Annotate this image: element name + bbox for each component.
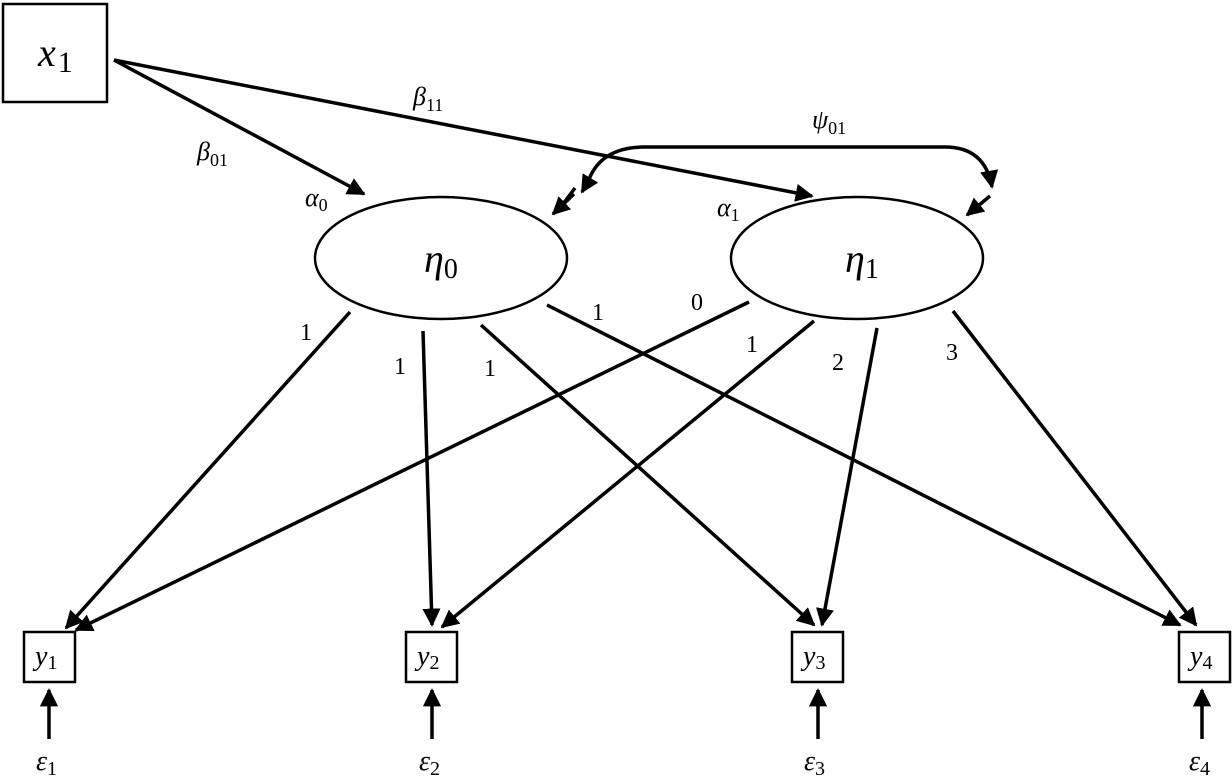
- loading-label-eta0-y4: 1: [592, 300, 604, 326]
- beta11-label: β11: [412, 82, 443, 115]
- loading-label-eta1-y1: 0: [691, 290, 703, 316]
- y4-box: [1177, 630, 1232, 684]
- y2-label: y2: [414, 641, 439, 674]
- y1-box: [22, 630, 77, 684]
- y4-label: y4: [1187, 641, 1212, 674]
- y3-box: [790, 630, 845, 684]
- covariance-curve: [586, 145, 999, 189]
- y2-box: [404, 630, 459, 684]
- eta0-ellipse: [313, 195, 569, 321]
- loading-eta0-y2: [421, 330, 441, 627]
- y3-label: y3: [800, 641, 825, 674]
- epsilon4-label: ε4: [1189, 746, 1210, 779]
- loading-label-eta1-y4: 3: [946, 340, 958, 366]
- loading-label-eta1-y3: 2: [832, 350, 844, 376]
- eta1-ellipse: [729, 195, 985, 321]
- loading-label-eta1-y2: 1: [746, 332, 758, 358]
- eta1-label: η1: [845, 236, 879, 285]
- covariance-arrow-left: [580, 173, 599, 194]
- covariate-box: [1, 2, 109, 104]
- latent-node-eta1: η1 α1: [717, 193, 985, 321]
- loading-eta1-y1: [74, 300, 750, 632]
- epsilon3-label: ε3: [804, 746, 825, 779]
- loading-eta0-y4: [546, 303, 1182, 627]
- loading-eta1-y2: [440, 319, 816, 629]
- observed-node-y3: y3 ε3: [790, 630, 845, 779]
- y1-label: y1: [32, 641, 57, 674]
- covariance-arrow-eta0: [551, 192, 576, 216]
- observed-node-y1: y1 ε1: [22, 630, 77, 779]
- loading-eta0-y1: [64, 310, 352, 630]
- loading-label-eta0-y1: 1: [300, 320, 312, 346]
- alpha1-label: α1: [717, 193, 740, 225]
- loading-label-eta0-y3: 1: [484, 356, 496, 382]
- alpha0-label: α0: [305, 183, 328, 215]
- beta01-label: β01: [196, 137, 228, 170]
- epsilon1-label: ε1: [36, 746, 57, 779]
- epsilon2-label: ε2: [419, 746, 440, 779]
- observed-node-y4: y4 ε4: [1177, 630, 1232, 779]
- eta0-label: η0: [424, 236, 458, 285]
- covariate-node-x1: x1: [1, 2, 109, 104]
- loading-eta1-y3: [816, 327, 879, 627]
- latent-node-eta0: η0 α0: [305, 183, 569, 321]
- psi01-label: ψ01: [812, 105, 846, 138]
- loading-eta0-y3: [479, 323, 816, 627]
- path-x1-to-eta0: [113, 58, 366, 196]
- covariate-label: x1: [37, 30, 73, 79]
- loading-eta1-y4: [951, 309, 1198, 627]
- observed-node-y2: y2 ε2: [404, 630, 459, 779]
- covariance-arrow-eta1: [965, 194, 992, 217]
- path-x1-to-eta1: [113, 58, 814, 202]
- loading-label-eta0-y2: 1: [394, 354, 406, 380]
